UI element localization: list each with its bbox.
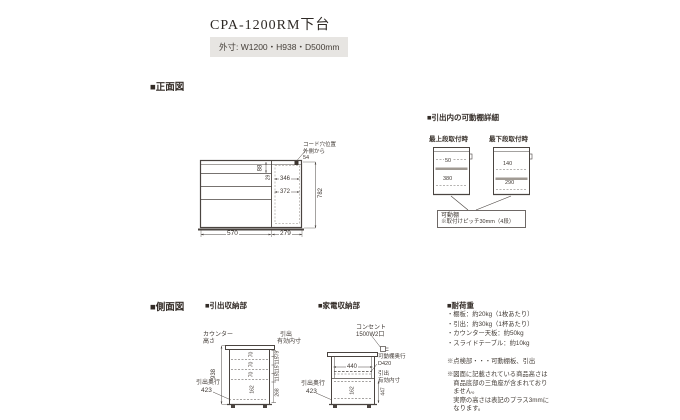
counter-height-label-line1: カウンター bbox=[203, 332, 234, 338]
eff-dim-447: 447 bbox=[380, 387, 387, 396]
dim-88: 88 bbox=[257, 164, 264, 171]
load-item-slide-table: ・スライドテーブル：約10kg bbox=[447, 339, 530, 347]
eff-dim-115a: 115 bbox=[274, 356, 281, 365]
side-view-heading: ■側面図 bbox=[150, 302, 185, 313]
inner-dim-70c: 70 bbox=[248, 371, 255, 377]
shelf-detail-heading: ■引出内の可動棚詳細 bbox=[427, 113, 500, 122]
eff-dim-268: 268 bbox=[274, 387, 281, 397]
appliance-eff-label-line2: 有効内寸 bbox=[378, 377, 401, 384]
outlet-plug-icon bbox=[380, 346, 389, 352]
drawer-eff-label-line2: 有効内寸 bbox=[277, 339, 302, 345]
dim-938: 938 bbox=[211, 368, 218, 380]
inspection-note: ※点検部・・・可動棚板、引出 bbox=[447, 358, 536, 365]
inner-dim-70a: 70 bbox=[248, 351, 255, 357]
shelf-bottom-case-label: 最下段取付時 bbox=[489, 136, 528, 143]
shelf-top-case-label: 最上段取付時 bbox=[429, 136, 468, 143]
appliance-depth-value: 423 bbox=[306, 387, 317, 395]
dim-346: 346 bbox=[279, 175, 292, 182]
drawer-section-heading: ■引出収納部 bbox=[205, 301, 248, 310]
dim-380: 380 bbox=[442, 176, 454, 183]
dim-29: 29 bbox=[265, 174, 272, 180]
eff-dim-79: 79 bbox=[274, 350, 281, 357]
counter-height-label-line2: 高さ bbox=[203, 339, 216, 345]
shelf-note-line2: ※取付けピッチ30mm（4段） bbox=[441, 219, 515, 225]
eff-dim-115c: 115 bbox=[274, 373, 281, 382]
cord-hole-note-line2: 外側から bbox=[303, 148, 326, 155]
appliance-eff-label-line1: 引出 bbox=[378, 371, 390, 377]
load-item-drawer: ・引出：約30kg（1杯あたり） bbox=[447, 320, 534, 328]
product-title: CPA-1200RM下台 bbox=[210, 18, 331, 33]
load-item-shelf: ・棚板：約20kg（1枚あたり） bbox=[447, 311, 534, 318]
outlet-label-line2: 1500W2口 bbox=[356, 332, 385, 338]
outlet-label-line1: コンセント bbox=[356, 325, 387, 331]
load-capacity-heading: ■耐荷重 bbox=[447, 301, 475, 310]
dim-279: 279 bbox=[279, 230, 292, 238]
drawer-eff-label-line1: 引出 bbox=[280, 332, 293, 338]
inner-dim-162: 162 bbox=[249, 385, 256, 394]
shelf-note-line1: 可動棚 bbox=[441, 213, 460, 219]
dim-782: 782 bbox=[317, 187, 324, 198]
load-item-counter: ・カウンター天板：約50kg bbox=[447, 330, 524, 337]
height-note-line1: ※図面に記載されている商品高さは bbox=[447, 371, 548, 378]
height-note-line3: ません。 bbox=[447, 388, 479, 395]
dim-290: 290 bbox=[504, 180, 516, 187]
cord-hole-note-line1: コード穴位置 bbox=[303, 142, 337, 148]
appliance-section-heading: ■家電収納部 bbox=[318, 301, 361, 310]
shelf-depth-label-line1: 可動棚奥行 bbox=[378, 354, 406, 360]
front-view-heading: ■正面図 bbox=[150, 82, 185, 93]
inner-dim-70b: 70 bbox=[248, 361, 255, 367]
appliance-depth-label: 引出奥行 bbox=[301, 381, 326, 387]
drawer-depth-value: 423 bbox=[201, 386, 212, 394]
appliance-inner-dim-162: 162 bbox=[349, 385, 356, 395]
dim-140: 140 bbox=[502, 161, 514, 168]
shelf-depth-label-line2: D420 bbox=[378, 361, 392, 367]
eff-dim-115b: 115 bbox=[274, 365, 281, 373]
dim-440: 440 bbox=[346, 363, 359, 370]
drawer-depth-label: 引出奥行 bbox=[196, 380, 221, 386]
dim-570: 570 bbox=[226, 230, 239, 238]
outer-dimensions-badge: 外寸: W1200・H938・D500mm bbox=[210, 37, 349, 57]
height-note-line5: なります。 bbox=[447, 405, 485, 412]
dim-50: 50 bbox=[444, 158, 453, 165]
dim-372: 372 bbox=[279, 188, 292, 195]
height-note-line4: 実際の高さは表記のプラス3mmに bbox=[447, 396, 550, 404]
cord-hole-note-line3: 54 bbox=[303, 155, 310, 161]
height-note-line2: 商品底部の三角座が含まれており bbox=[447, 379, 548, 387]
